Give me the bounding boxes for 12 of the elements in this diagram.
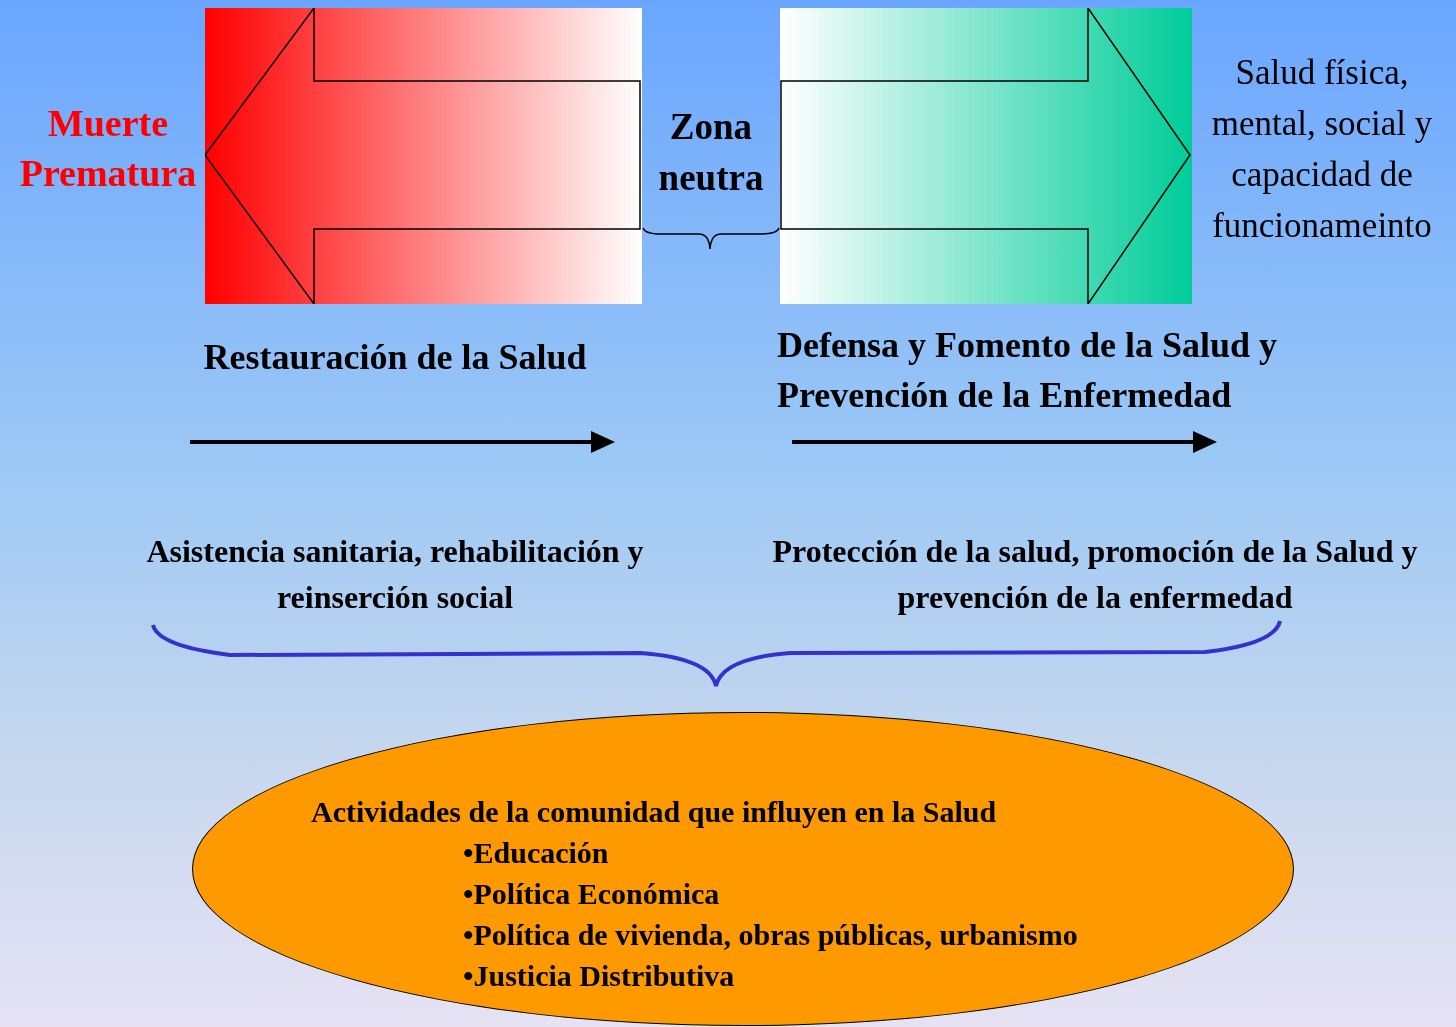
bullet-item: •Política de vivienda, obras públicas, urbanismo [463,917,1078,953]
bullet-item: •Política Económica [463,876,720,912]
bullet-item: •Educación [463,835,609,871]
section-description: Asistencia sanitaria, rehabilitación y reinserción social [145,532,645,617]
ellipse-heading: Actividades de la comunidad que influyen en la Salud [311,794,997,830]
section-heading: Defensa y Fomento de la Salud y Prevención de la Enfermedad [777,324,1278,417]
end-label: Muerte Prematura [18,101,198,196]
bullet-item: •Justicia Distributiva [463,958,735,994]
zone-label: Zona neutra [657,105,765,200]
section-description: Protección de la salud, promoción de la Salud y prevención de la enfermedad [771,532,1419,617]
section-heading: Restauración de la Salud [202,336,588,379]
end-label: Salud física, mental, social y capacidad de funcionameinto [1210,52,1434,247]
